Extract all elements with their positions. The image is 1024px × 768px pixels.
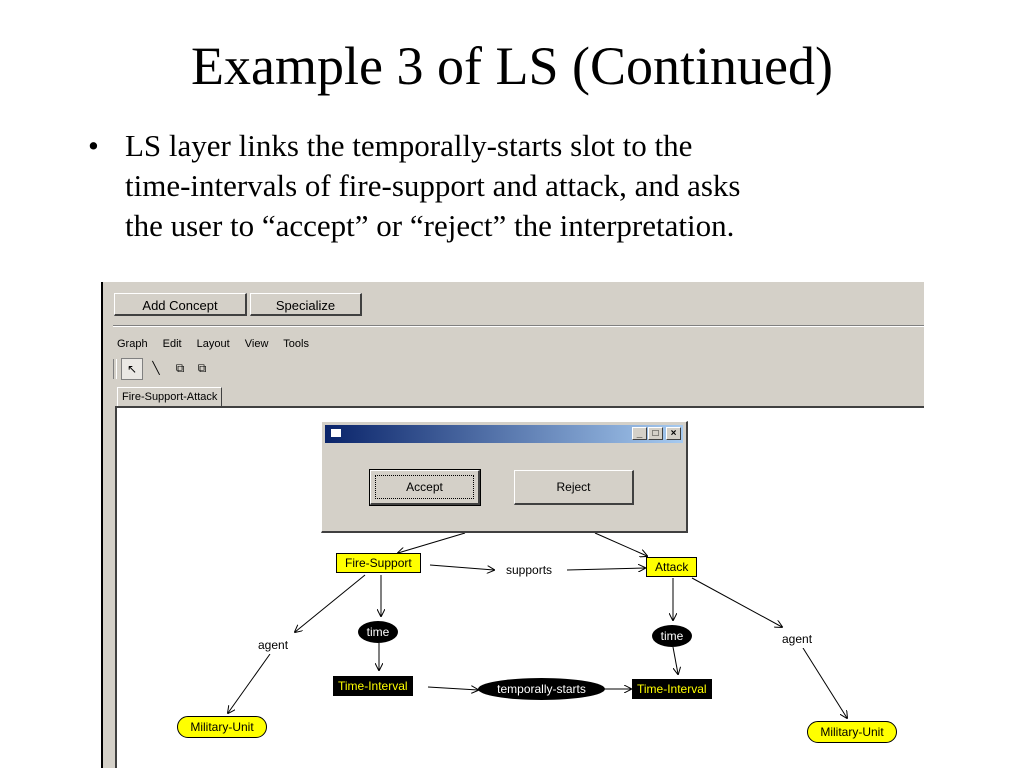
menu-graph[interactable]: Graph	[117, 338, 148, 350]
maximize-button[interactable]: □	[648, 427, 663, 440]
node-temporally-starts[interactable]: temporally-starts	[478, 678, 605, 700]
pointer-icon: ↖	[126, 362, 138, 376]
reject-button[interactable]: Reject	[514, 470, 634, 505]
minimize-icon: _	[636, 428, 643, 439]
dialog-titlebar: _ □ ×	[325, 425, 683, 443]
select-tool[interactable]: ↖	[121, 358, 143, 380]
toolbar-grip	[113, 359, 117, 379]
node-military-unit-left[interactable]: Military-Unit	[177, 716, 267, 738]
edge	[594, 532, 647, 556]
focus-rect	[375, 475, 474, 499]
edge	[802, 647, 847, 718]
window-border	[101, 282, 103, 768]
ungroup-icon: ⧉	[197, 361, 207, 375]
edge	[566, 568, 645, 570]
menu-layout[interactable]: Layout	[196, 338, 230, 350]
menu-bar: Graph Edit Layout View Tools	[117, 338, 321, 350]
minimize-button[interactable]: _	[632, 427, 647, 440]
ungroup-tool[interactable]: ⧉	[191, 358, 213, 380]
node-time-right[interactable]: time	[652, 625, 692, 647]
edge	[429, 564, 494, 570]
divider	[113, 326, 924, 327]
menu-edit[interactable]: Edit	[162, 338, 182, 350]
node-fire-support[interactable]: Fire-Support	[336, 553, 421, 573]
node-time-interval-right[interactable]: Time-Interval	[632, 679, 712, 699]
node-time-interval-left[interactable]: Time-Interval	[333, 676, 413, 696]
edge	[691, 577, 782, 627]
menu-tools[interactable]: Tools	[283, 338, 309, 350]
label-agent-right[interactable]: agent	[780, 630, 815, 648]
group-icon: ⧉	[175, 361, 185, 375]
accept-button[interactable]: Accept	[369, 469, 481, 506]
edge	[398, 532, 466, 553]
group-tool[interactable]: ⧉	[169, 358, 191, 380]
label-supports[interactable]: supports	[504, 561, 555, 579]
add-concept-button[interactable]: Add Concept	[114, 293, 247, 316]
confirm-dialog: _ □ × Accept Reject	[321, 421, 688, 533]
line-icon: ╲	[152, 361, 160, 375]
slide-title: Example 3 of LS (Continued)	[191, 36, 833, 96]
line-tool[interactable]: ╲	[145, 358, 167, 380]
toolbar: ↖ ╲ ⧉ ⧉	[113, 358, 253, 380]
tab-fire-support-attack[interactable]: Fire-Support-Attack	[117, 387, 223, 407]
maximize-icon: □	[652, 428, 659, 439]
edge	[427, 687, 478, 690]
edge	[295, 574, 366, 632]
menu-view[interactable]: View	[244, 338, 269, 350]
edge	[228, 653, 271, 713]
label-agent-left[interactable]: agent	[256, 636, 291, 654]
close-button[interactable]: ×	[666, 427, 681, 440]
bullet-line-2: time-intervals of fire-support and attac…	[125, 168, 741, 203]
edge	[672, 646, 678, 674]
bullet-line-1: LS layer links the temporally-starts slo…	[125, 128, 693, 163]
reject-label: Reject	[556, 480, 591, 494]
divider	[113, 325, 924, 326]
app-icon	[331, 429, 341, 437]
bullet-marker: •	[88, 128, 99, 163]
bullet-line-3: the user to “accept” or “reject” the int…	[125, 208, 735, 243]
node-attack[interactable]: Attack	[646, 557, 698, 577]
specialize-button[interactable]: Specialize	[250, 293, 362, 316]
node-military-unit-right[interactable]: Military-Unit	[807, 721, 897, 743]
node-time-left[interactable]: time	[358, 621, 398, 643]
accept-label: Accept	[406, 480, 443, 494]
close-icon: ×	[670, 428, 677, 439]
